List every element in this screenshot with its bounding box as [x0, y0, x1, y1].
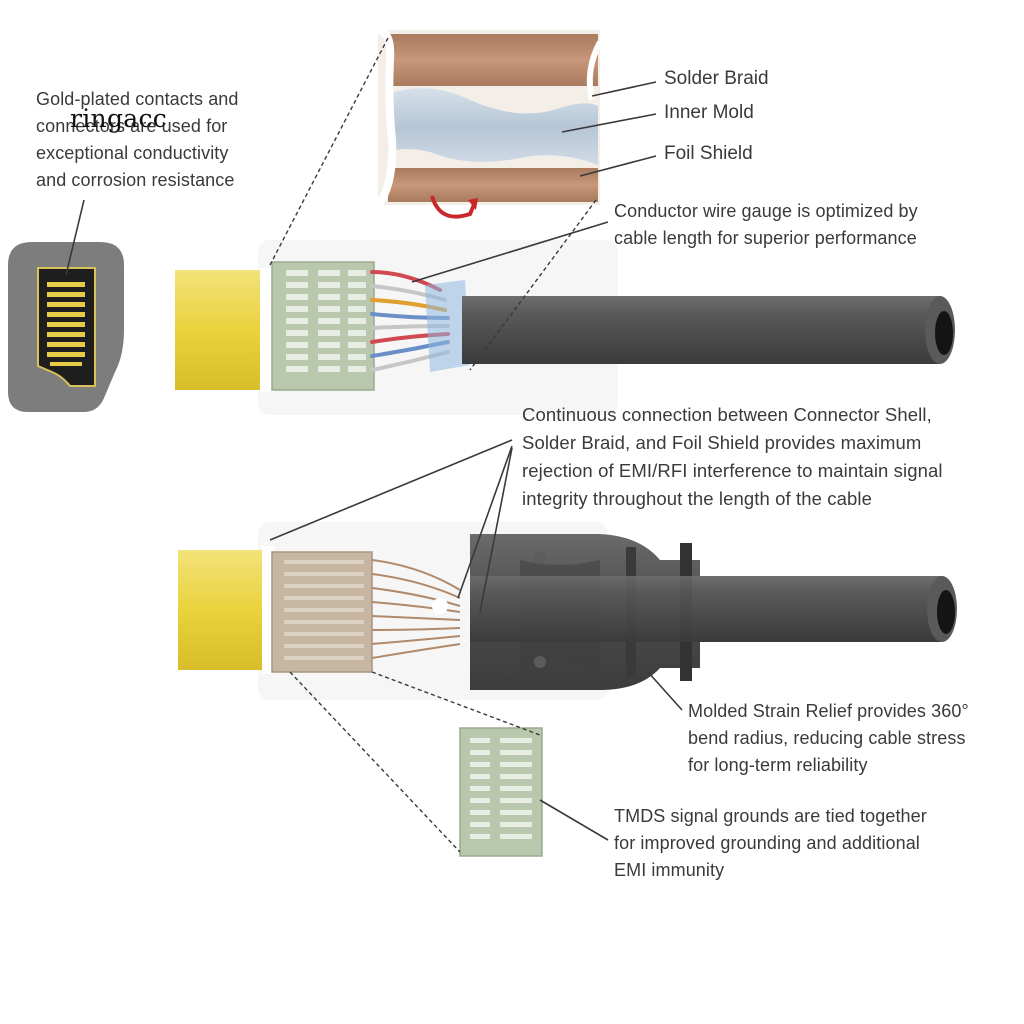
- callout-line: for improved grounding and additional: [614, 833, 920, 853]
- top-connector: [175, 240, 955, 415]
- callout-line: and corrosion resistance: [36, 170, 235, 190]
- leader-lines: [65, 81, 683, 841]
- callout-line: cable length for superior performance: [614, 228, 917, 248]
- callout-continuous-connection: Continuous connection between Connector …: [522, 401, 943, 513]
- callout-line: Gold-plated contacts and: [36, 89, 239, 109]
- callout-line: rejection of EMI/RFI interference to mai…: [522, 460, 943, 481]
- watermark-text: ringacc: [70, 104, 168, 133]
- label-inner-mold: Inner Mold: [664, 102, 754, 123]
- callout-line: Conductor wire gauge is optimized by: [614, 201, 918, 221]
- callout-line: for long-term reliability: [688, 755, 868, 775]
- callout-line: integrity throughout the length of the c…: [522, 488, 872, 509]
- callout-tmds-grounds: TMDS signal grounds are tied together fo…: [614, 803, 927, 884]
- label-foil-shield: Foil Shield: [664, 143, 753, 164]
- callout-line: connectors are used for: [36, 116, 228, 136]
- bottom-connector: [178, 522, 957, 700]
- tmds-pcb-inset: [459, 727, 543, 857]
- callout-conductor-gauge: Conductor wire gauge is optimized by cab…: [614, 198, 918, 252]
- zoom-guide-lines: [269, 37, 597, 853]
- callout-line: Continuous connection between Connector …: [522, 404, 932, 425]
- callout-strain-relief: Molded Strain Relief provides 360° bend …: [688, 698, 969, 779]
- hdmi-port-icon: [8, 242, 124, 412]
- callout-gold-contacts: Gold-plated contacts and connectors are …: [36, 86, 239, 194]
- callout-line: Molded Strain Relief provides 360°: [688, 701, 969, 721]
- callout-line: exceptional conductivity: [36, 143, 229, 163]
- callout-line: bend radius, reducing cable stress: [688, 728, 966, 748]
- callout-line: EMI immunity: [614, 860, 725, 880]
- callout-line: TMDS signal grounds are tied together: [614, 806, 927, 826]
- callout-line: Solder Braid, and Foil Shield provides m…: [522, 432, 922, 453]
- label-solder-braid: Solder Braid: [664, 68, 769, 89]
- cable-layers-inset: [374, 26, 603, 219]
